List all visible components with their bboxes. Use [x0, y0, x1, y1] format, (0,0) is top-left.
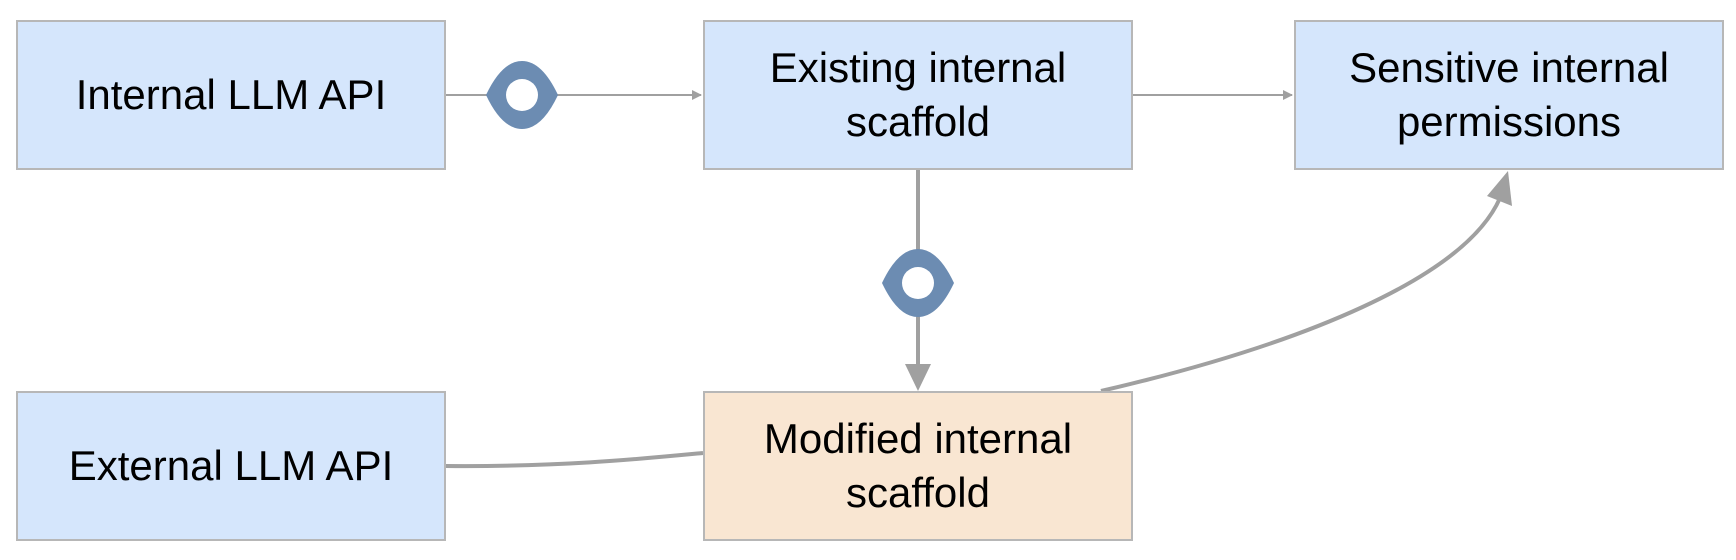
- edge-external-api-to-modified-scaffold: [445, 451, 704, 469]
- edge-modified-to-sensitive-arrowhead: [1487, 171, 1512, 206]
- edge-existing-to-modified-arrowhead: [905, 364, 931, 391]
- node-existing-internal-scaffold: Existing internal scaffold: [703, 20, 1133, 170]
- eye-icon: [486, 61, 558, 129]
- node-external-llm-api: External LLM API: [16, 391, 446, 541]
- edge-modified-scaffold-to-sensitive-permissions: [1100, 197, 1502, 393]
- eye-icon: [882, 249, 954, 317]
- node-modified-internal-scaffold: Modified internal scaffold: [703, 391, 1133, 541]
- node-sensitive-internal-permissions: Sensitive internal permissions: [1294, 20, 1724, 170]
- node-internal-llm-api: Internal LLM API: [16, 20, 446, 170]
